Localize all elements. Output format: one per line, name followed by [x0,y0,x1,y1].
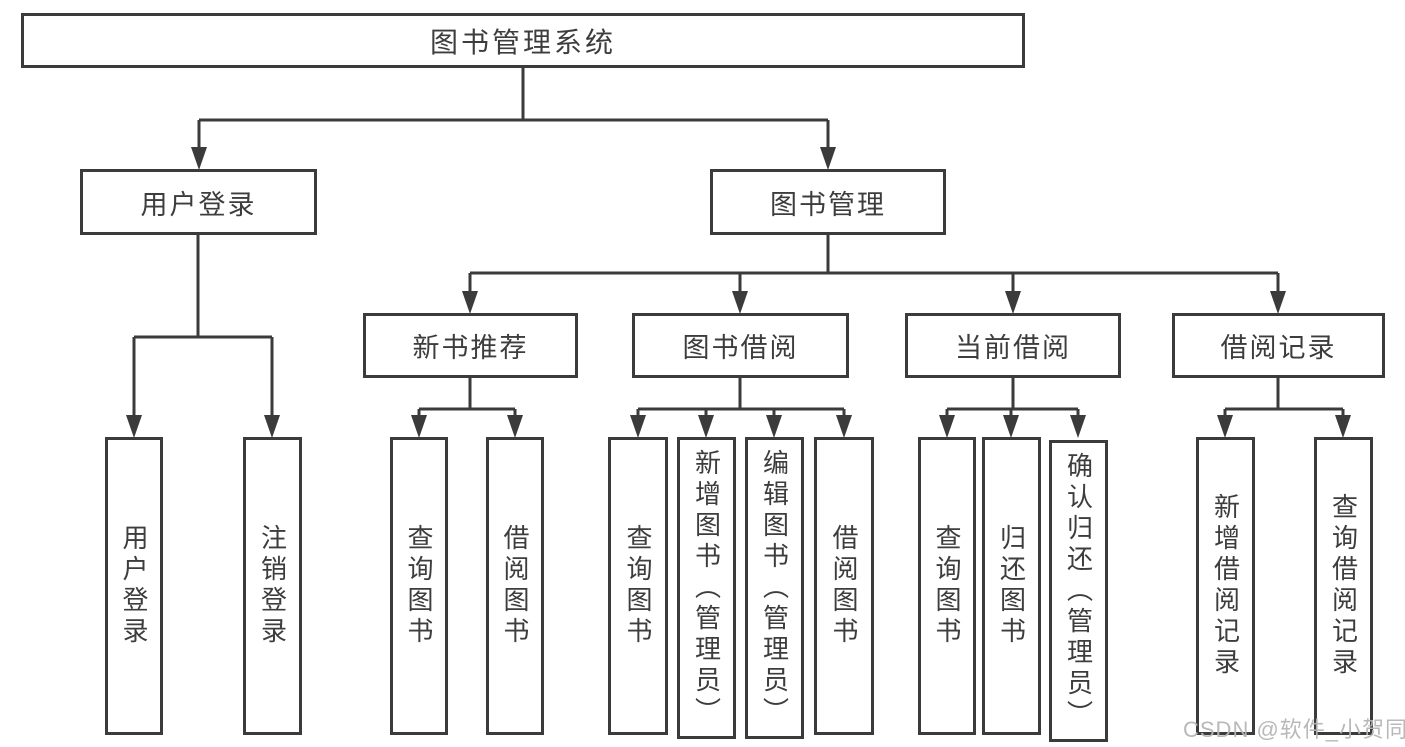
leaf-query-books-current: 查询图书 [918,437,976,735]
leaf-query-books-borrowing-label: 查询图书 [623,524,653,648]
leaf-edit-books-admin: 编辑图书（管理员） [745,437,804,739]
node-user-login-label: 用户登录 [140,189,257,220]
leaf-borrow-books: 借阅图书 [814,437,874,735]
leaf-user-login-label: 用户登录 [119,524,149,648]
node-current-borrowing-label: 当前借阅 [955,333,1071,363]
leaf-return-books-label: 归还图书 [996,524,1027,648]
leaf-borrow-books-label: 借阅图书 [829,524,859,648]
node-new-book-recommend: 新书推荐 [363,313,578,378]
leaf-add-borrow-record-label: 新增借阅记录 [1210,493,1241,679]
leaf-add-books-admin: 新增图书（管理员） [677,437,736,739]
leaf-add-books-admin-label: 新增图书（管理员） [691,448,722,728]
node-current-borrowing: 当前借阅 [905,313,1121,378]
node-new-book-recommend-label: 新书推荐 [412,333,529,363]
leaf-query-borrow-record: 查询借阅记录 [1314,437,1373,735]
leaf-add-borrow-record: 新增借阅记录 [1196,437,1255,735]
leaf-confirm-return-admin-label: 确认归还（管理员） [1063,451,1094,731]
leaf-edit-books-admin-label: 编辑图书（管理员） [759,448,790,728]
leaf-query-books-recommend: 查询图书 [390,437,448,735]
node-book-borrowing: 图书借阅 [632,313,849,378]
leaf-logout: 注销登录 [243,437,302,735]
leaf-borrow-books-recommend: 借阅图书 [486,437,544,735]
node-library-system: 图书管理系统 [21,13,1025,68]
leaf-confirm-return-admin: 确认归还（管理员） [1049,440,1108,742]
node-book-borrowing-label: 图书借阅 [682,333,799,363]
leaf-query-books-current-label: 查询图书 [932,524,962,648]
csdn-watermark: CSDN @软件_小贺同学 [1183,717,1405,742]
node-user-login: 用户登录 [80,169,317,235]
leaf-return-books: 归还图书 [982,437,1041,735]
node-book-management-label: 图书管理 [770,189,886,220]
leaf-user-login: 用户登录 [105,437,163,735]
leaf-query-books-recommend-label: 查询图书 [404,524,434,648]
node-borrow-records: 借阅记录 [1172,313,1385,378]
leaf-borrow-books-recommend-label: 借阅图书 [500,524,530,648]
leaf-query-books-borrowing: 查询图书 [608,437,668,735]
node-borrow-records-label: 借阅记录 [1220,333,1337,363]
leaf-logout-label: 注销登录 [257,524,288,648]
node-library-system-label: 图书管理系统 [429,26,616,58]
leaf-query-borrow-record-label: 查询借阅记录 [1328,493,1359,679]
node-book-management: 图书管理 [710,169,946,235]
